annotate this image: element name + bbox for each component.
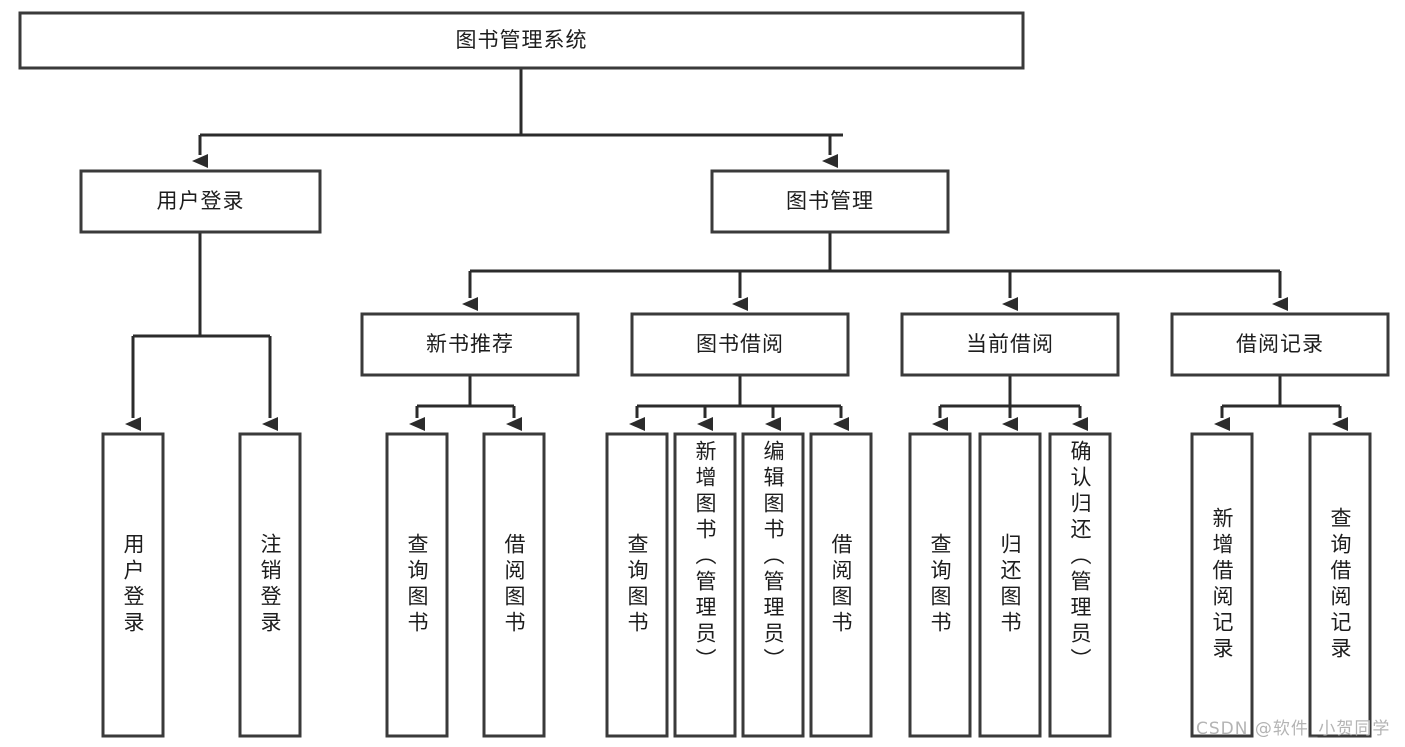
- connector-bookmanage-to-level3: [462, 232, 1288, 311]
- node-box-leaf-query-book-1[interactable]: [385, 432, 449, 738]
- node-box-leaf-user-login[interactable]: [101, 432, 165, 738]
- node-box-leaf-edit-book[interactable]: [741, 432, 805, 738]
- node-box-leaf-borrow-book-1[interactable]: [482, 432, 546, 738]
- node-box-new-book-rec[interactable]: [360, 312, 580, 377]
- node-box-leaf-add-book[interactable]: [673, 432, 737, 738]
- node-box-leaf-return-book[interactable]: [978, 432, 1042, 738]
- node-box-user-login[interactable]: [79, 169, 322, 234]
- connector-bookborrow-to-leaves: [629, 375, 849, 431]
- connector-newbook-to-leaves: [409, 375, 522, 431]
- node-box-leaf-user-logout[interactable]: [238, 432, 302, 738]
- node-box-current-borrow[interactable]: [900, 312, 1120, 377]
- csdn-watermark: CSDN @软件_小贺同学: [1196, 719, 1391, 739]
- node-box-leaf-query-book-3[interactable]: [908, 432, 972, 738]
- node-box-leaf-borrow-book-2[interactable]: [809, 432, 873, 738]
- node-box-leaf-query-record[interactable]: [1308, 432, 1372, 738]
- connector-borrowrecord-to-leaves: [1214, 375, 1348, 431]
- node-box-leaf-confirm-return[interactable]: [1048, 432, 1112, 738]
- node-box-root[interactable]: [18, 11, 1025, 70]
- connector-userlogin-to-leaves: [125, 232, 278, 431]
- node-box-leaf-query-book-2[interactable]: [605, 432, 669, 738]
- node-box-borrow-record[interactable]: [1170, 312, 1390, 377]
- node-box-leaf-add-record[interactable]: [1190, 432, 1254, 738]
- node-box-book-manage[interactable]: [710, 169, 950, 234]
- node-box-book-borrow[interactable]: [630, 312, 850, 377]
- connector-root-to-level2: [192, 68, 843, 168]
- connector-currentborrow-to-leaves: [932, 375, 1088, 431]
